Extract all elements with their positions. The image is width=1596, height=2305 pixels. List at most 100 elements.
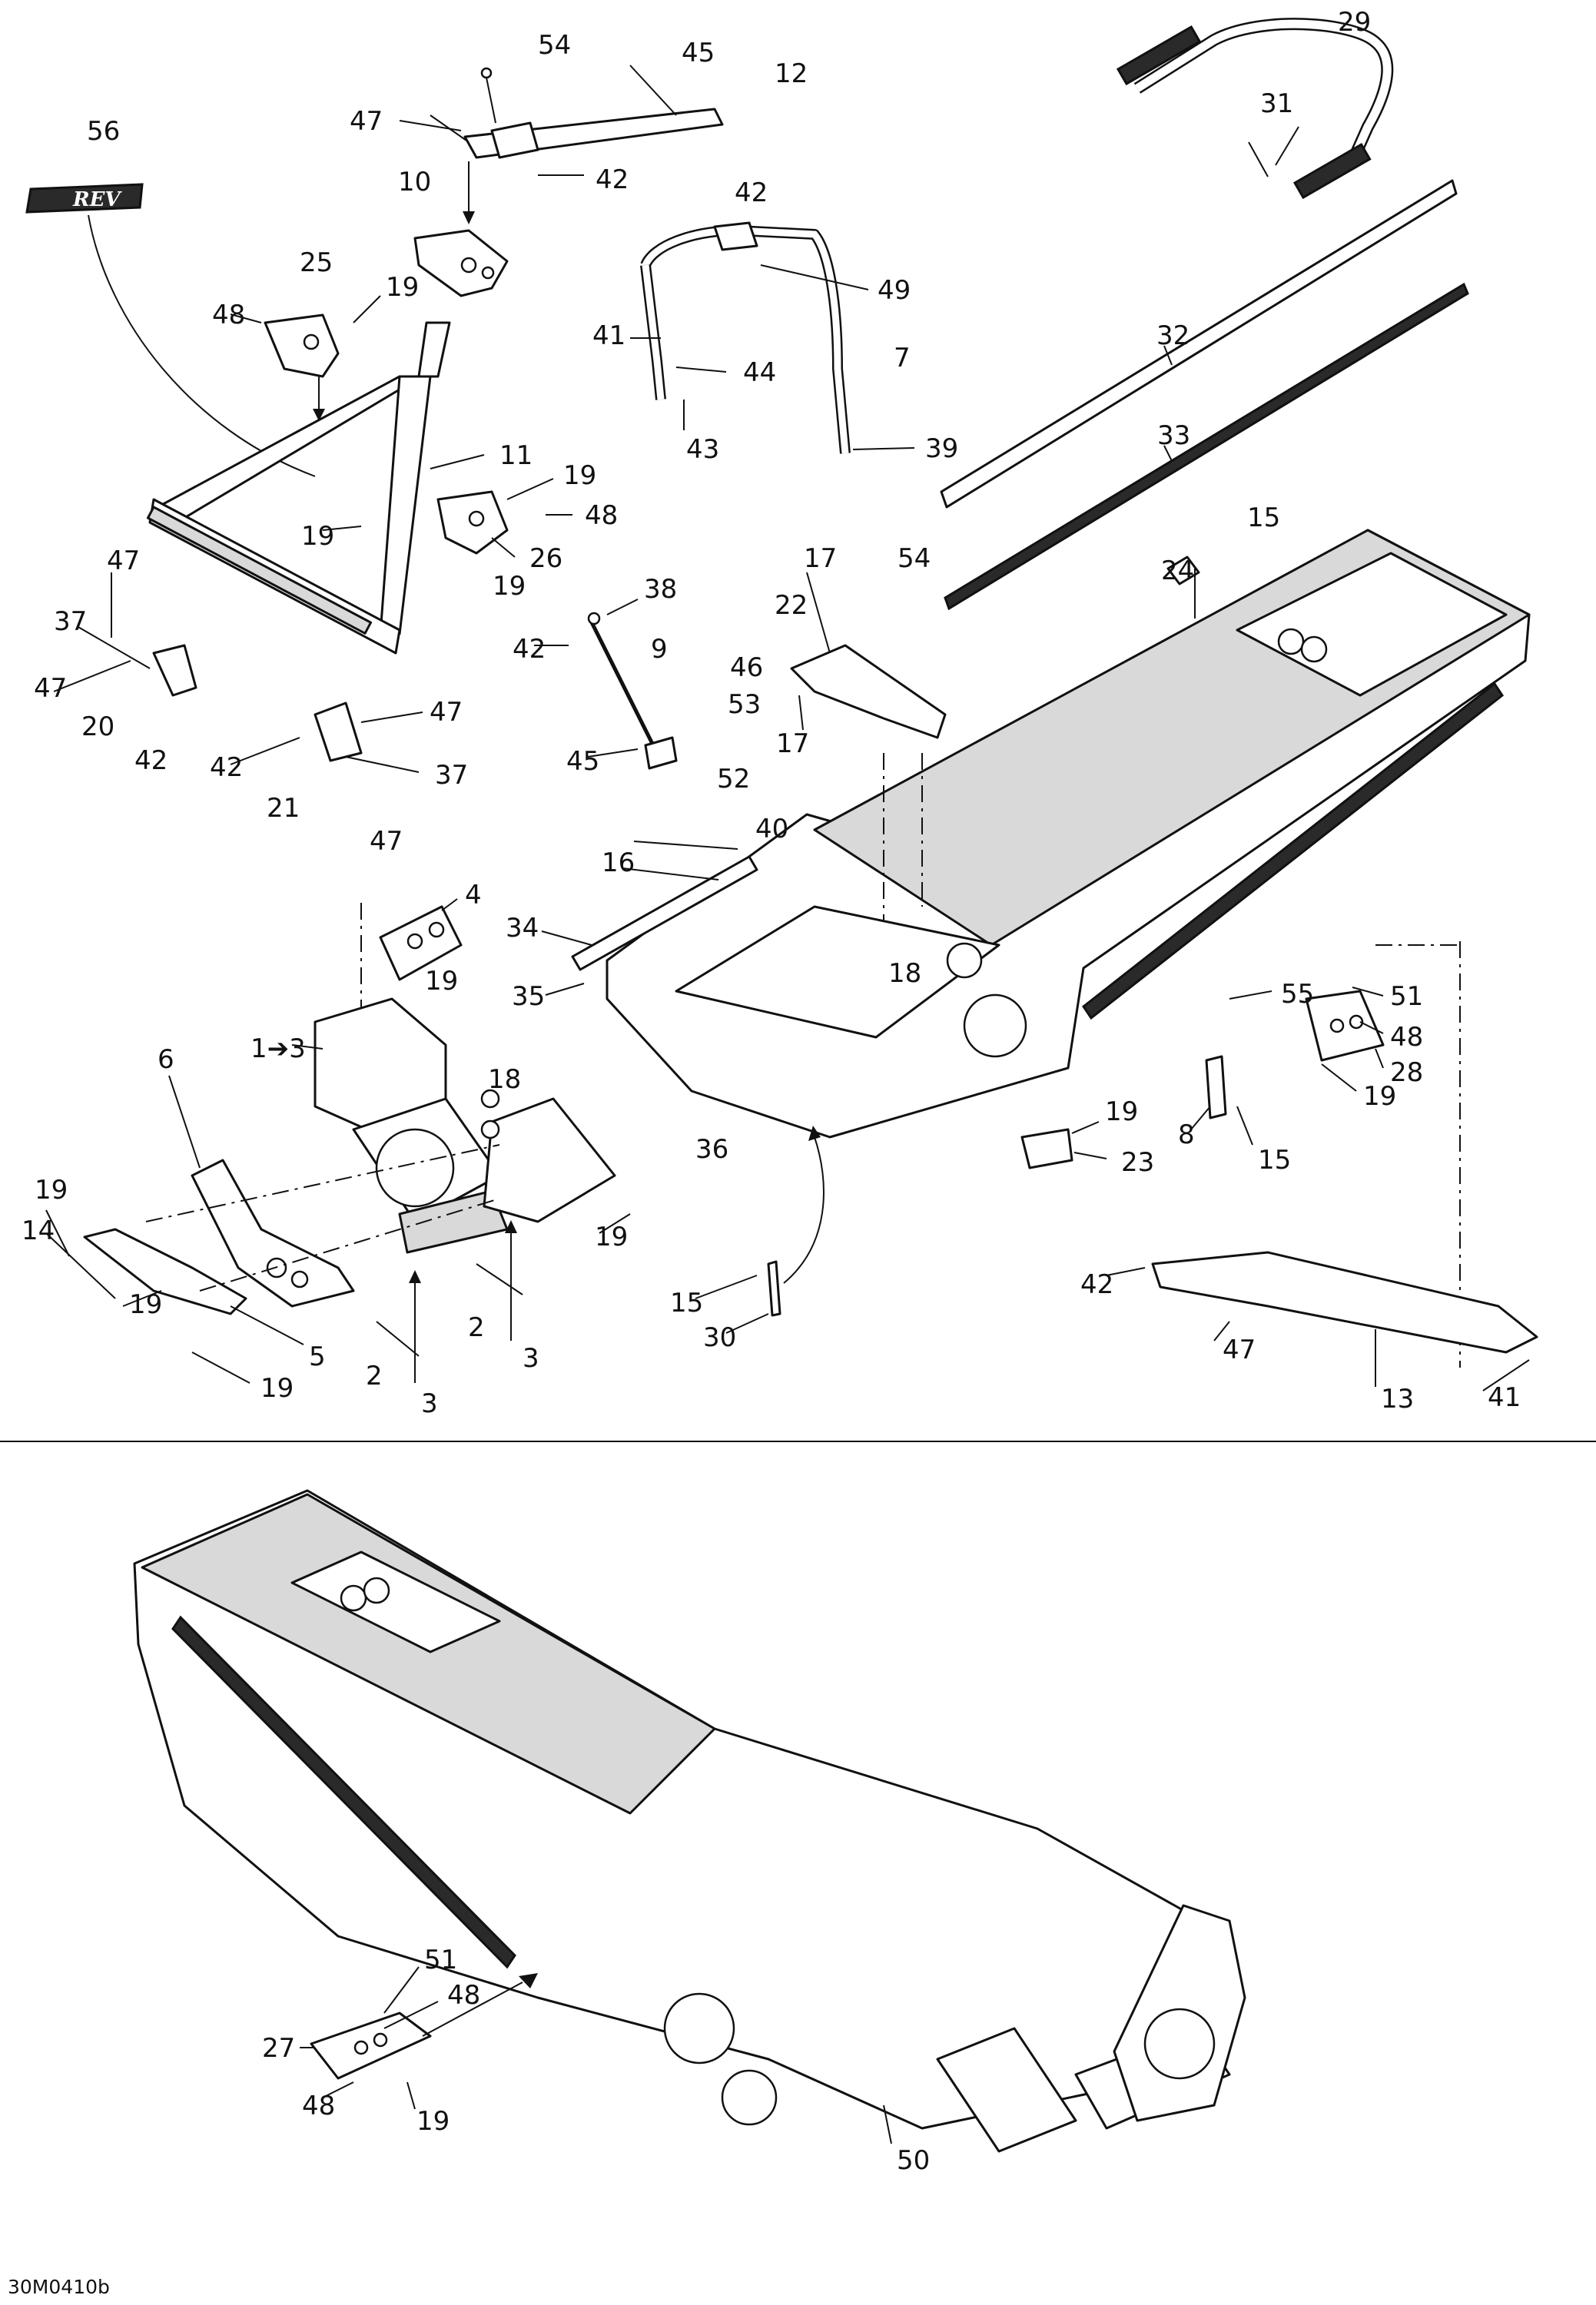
- callout-c45b: 45: [566, 746, 599, 777]
- callout-c51a: 51: [1390, 981, 1423, 1012]
- callout-c19e: 19: [425, 966, 458, 997]
- callout-c35: 35: [512, 981, 545, 1012]
- callout-c56: 56: [87, 116, 120, 147]
- callout-c33: 33: [1157, 420, 1190, 451]
- callout-c40: 40: [755, 814, 788, 844]
- callout-c19d: 19: [493, 571, 526, 602]
- callout-c31: 31: [1260, 88, 1293, 119]
- callout-c19h: 19: [35, 1175, 68, 1206]
- drawing-code: 30M0410b: [8, 2276, 110, 2298]
- bracket-left: [53, 572, 197, 697]
- callout-c21: 21: [267, 793, 300, 824]
- callout-c48a: 48: [212, 300, 245, 330]
- side-bracket: [322, 478, 572, 558]
- callout-c19b: 19: [563, 460, 596, 491]
- rear-bracket: [790, 572, 947, 739]
- callout-c25: 25: [300, 247, 333, 278]
- upper-bracket: [230, 295, 381, 421]
- callout-c53: 53: [728, 689, 761, 720]
- callout-c42d: 42: [134, 745, 168, 776]
- callout-c48b: 48: [585, 500, 618, 531]
- front-plate: [360, 898, 463, 1022]
- callout-c16: 16: [602, 847, 635, 878]
- callout-c19g: 19: [1105, 1096, 1138, 1127]
- callout-c44: 44: [743, 357, 776, 388]
- callout-c17a: 17: [804, 543, 837, 574]
- callout-c42f: 42: [1080, 1269, 1113, 1300]
- callout-c17b: 17: [776, 728, 809, 759]
- callout-c19k: 19: [260, 1373, 294, 1404]
- rear-support-arm: [1106, 1251, 1538, 1391]
- front-frame-assembly: [291, 997, 631, 1254]
- side-plate-front: [45, 1075, 500, 1384]
- callout-c11: 11: [499, 440, 533, 471]
- callout-c19f: 19: [1363, 1081, 1396, 1112]
- leader-50: [883, 2104, 892, 2144]
- steering-support-bar: [399, 65, 724, 224]
- callout-c10: 10: [398, 167, 431, 197]
- callout-c19a: 19: [386, 272, 419, 303]
- callout-c19j: 19: [129, 1289, 162, 1320]
- column-support: [630, 221, 915, 454]
- callout-c48d: 48: [447, 1980, 480, 2011]
- callout-c37b: 37: [435, 760, 468, 791]
- callout-c3b: 3: [421, 1388, 438, 1419]
- callout-c46: 46: [730, 652, 763, 683]
- footrest-right: [1229, 987, 1385, 1092]
- strap: [695, 1126, 825, 1334]
- callout-c55: 55: [1281, 979, 1314, 1010]
- callout-c13: 13: [1381, 1384, 1414, 1415]
- callout-c48c: 48: [1390, 1022, 1423, 1053]
- callout-c47f: 47: [1223, 1335, 1256, 1365]
- callout-c30: 30: [703, 1322, 736, 1353]
- callout-c42c: 42: [513, 634, 546, 665]
- callout-c42e: 42: [210, 752, 243, 783]
- callout-c22: 22: [775, 590, 808, 621]
- rev-decal-logo: REV: [72, 188, 122, 211]
- callout-c19l: 19: [416, 2106, 450, 2137]
- callout-c54a: 54: [538, 30, 571, 61]
- callout-c7: 7: [894, 343, 911, 373]
- callout-c45a: 45: [682, 38, 715, 68]
- callout-c1-3: 1➔3: [251, 1033, 306, 1064]
- callout-c36: 36: [695, 1134, 728, 1165]
- callout-c51b: 51: [424, 1945, 457, 1975]
- callout-c38: 38: [644, 574, 677, 605]
- callout-c37a: 37: [54, 606, 87, 637]
- bolts-2-3: [376, 1220, 523, 1383]
- callout-c54b: 54: [898, 543, 931, 574]
- callout-c52: 52: [717, 764, 750, 794]
- callout-c15b: 15: [1258, 1145, 1291, 1176]
- small-plate: [1190, 1055, 1253, 1146]
- rev-decal: REV: [25, 183, 316, 477]
- callout-c12: 12: [775, 58, 808, 89]
- callout-c29: 29: [1338, 7, 1371, 38]
- callout-c48e: 48: [302, 2091, 335, 2121]
- side-rail-lower: [944, 282, 1469, 611]
- callout-c18b: 18: [488, 1064, 521, 1095]
- callout-c24: 24: [1161, 556, 1194, 586]
- callout-c27: 27: [262, 2033, 295, 2064]
- callout-c26: 26: [529, 543, 562, 574]
- callout-c47c: 47: [34, 673, 67, 704]
- callout-c34: 34: [506, 913, 539, 944]
- chassis-tunnel: [606, 529, 1531, 1368]
- callout-c19c: 19: [301, 521, 334, 552]
- callout-c9: 9: [651, 634, 668, 665]
- callout-c23: 23: [1121, 1147, 1154, 1178]
- callout-c14: 14: [22, 1216, 55, 1246]
- callout-c41a: 41: [592, 320, 625, 351]
- front-a-frame: [146, 321, 485, 655]
- callout-c18a: 18: [888, 958, 921, 989]
- callout-c5: 5: [309, 1342, 326, 1372]
- bracket-right: [230, 701, 423, 773]
- cross-bar: [541, 841, 758, 996]
- callout-c49: 49: [878, 275, 911, 306]
- callout-c47a: 47: [350, 106, 383, 137]
- callout-c47e: 47: [370, 826, 403, 857]
- footrest-left: [300, 1966, 538, 2110]
- callout-c50: 50: [897, 2145, 930, 2176]
- callout-c28: 28: [1390, 1057, 1423, 1088]
